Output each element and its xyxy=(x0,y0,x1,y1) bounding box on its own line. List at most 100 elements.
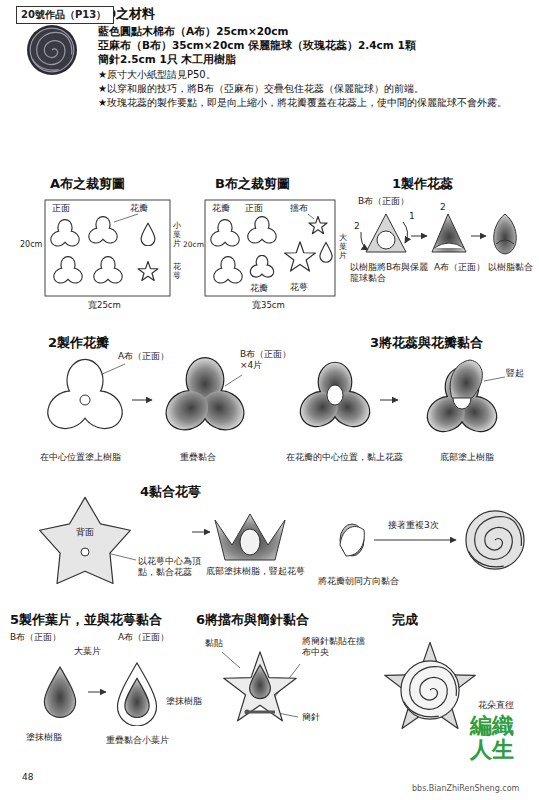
finished-rose xyxy=(385,642,476,728)
rose-photo xyxy=(27,25,77,75)
step2-figure xyxy=(42,360,129,435)
part-label: 花萼 xyxy=(173,263,181,281)
cover-pattern xyxy=(309,216,327,233)
step3-figure xyxy=(327,385,343,405)
step-note: 將簡針黏貼在擋布中央 xyxy=(302,636,368,658)
watermark: 編織人生 xyxy=(470,714,518,762)
step-note: 接著重複3次 xyxy=(388,520,439,531)
step2-figure xyxy=(160,358,251,436)
dimension: 20cm xyxy=(20,240,42,250)
step2-figure xyxy=(80,395,90,405)
note: ★以穿和服的技巧，將B布（亞麻布）交疊包住花蕊（保麗龍球）的前端。 xyxy=(98,83,424,95)
part-label: 花瓣 xyxy=(250,283,268,293)
dimension: 寬35cm xyxy=(252,300,285,310)
leader-line xyxy=(95,214,505,717)
step-note: 塗抹樹脂 xyxy=(26,732,62,743)
step5-figure xyxy=(88,692,106,693)
part-label: A布（正面） xyxy=(434,262,485,273)
part-label: 正面 xyxy=(245,203,263,213)
step6-figure xyxy=(250,665,271,699)
part-label: A布（正面） xyxy=(118,351,169,362)
material-line: 亞麻布（B布）35cm×20cm 保麗龍球（玫瑰花蕊）2.4cm 1顆 xyxy=(98,39,416,52)
petal-pattern xyxy=(209,220,241,248)
part-label: B布（正面） xyxy=(10,632,61,643)
part-label: 花瓣 xyxy=(212,203,230,213)
step-note: 以樹脂將B布與保麗龍球黏合 xyxy=(350,262,430,284)
petal-pattern xyxy=(249,256,275,279)
section-heading: 5製作葉片，並與花萼黏合 xyxy=(10,612,162,628)
calyx-pattern xyxy=(138,262,158,281)
leaf-pattern xyxy=(141,223,155,245)
petal-pattern xyxy=(87,217,119,245)
section-heading: 6將擋布與簡針黏合 xyxy=(196,612,309,628)
step4-figure xyxy=(40,497,524,583)
section-heading: 1製作花蕊 xyxy=(392,176,453,192)
step1-figure xyxy=(361,214,516,254)
part-label: 大葉片 xyxy=(74,646,101,657)
watermark-url: bbs.BianZhiRenSheng.com xyxy=(412,784,519,794)
step6-figure xyxy=(247,711,275,714)
note: ★玫瑰花蕊的製作要點，即是向上縮小，將花瓣覆蓋在花蕊上，使中間的保麗龍球不會外露… xyxy=(98,97,507,109)
section-heading: 完成 xyxy=(392,612,418,628)
part-label: 大葉片 xyxy=(339,234,347,260)
step5-figure xyxy=(125,678,149,717)
leader-line xyxy=(225,375,242,386)
leaf-pattern xyxy=(320,243,332,263)
rose-photo xyxy=(30,28,74,72)
page-number: 48 xyxy=(22,772,33,783)
dimension: 寬25cm xyxy=(88,300,121,310)
step-note: 在中心位置塗上樹脂 xyxy=(40,452,121,463)
part-label: B布（正面） xyxy=(358,196,409,207)
petal-pattern xyxy=(92,257,124,285)
finished-rose xyxy=(401,661,459,719)
petal-pattern xyxy=(49,220,81,248)
step1-figure xyxy=(366,214,406,252)
step4-figure xyxy=(240,529,260,555)
leader-line xyxy=(114,214,138,222)
part-label: 擋布 xyxy=(290,203,308,213)
step4-figure xyxy=(340,526,364,556)
finished-rose xyxy=(385,642,476,728)
part-label: 花萼 xyxy=(290,282,308,292)
step6-figure xyxy=(245,710,250,715)
section-heading: 4黏合花萼 xyxy=(140,484,201,500)
part-label: 花瓣 xyxy=(130,203,148,213)
material-line: 簡針2.5cm 1只 木工用樹脂 xyxy=(98,53,236,66)
dimension: 20cm xyxy=(183,240,204,249)
cut-layout-a xyxy=(45,200,170,296)
callout-number: 2 xyxy=(440,202,446,213)
part-label: 背面 xyxy=(76,527,94,538)
step-note: 重疊黏合 xyxy=(180,452,216,463)
step1-figure xyxy=(377,231,395,249)
step3-figure xyxy=(295,360,503,438)
section-heading: B布之裁剪圖 xyxy=(215,176,290,192)
petal-pattern xyxy=(52,257,84,285)
work-number-box: 20號作品（P13） xyxy=(16,6,114,24)
petal-pattern xyxy=(212,257,244,285)
part-label: 簡針 xyxy=(302,712,320,723)
material-line: 藍色圓點木棉布（A布）25cm×20cm xyxy=(98,25,288,38)
petal-pattern xyxy=(209,217,278,285)
step3-figure xyxy=(450,360,482,398)
step2-figure xyxy=(42,358,251,436)
step-note: 在花瓣的中心位置，黏上花蕊 xyxy=(286,452,403,463)
step1-figure xyxy=(411,236,427,237)
leader-line xyxy=(100,364,125,375)
step5-figure xyxy=(118,663,157,726)
step4-figure xyxy=(215,514,285,560)
step4-figure xyxy=(340,524,364,556)
step1-figure xyxy=(434,243,464,248)
step2-figure xyxy=(132,400,152,401)
section-heading: 3將花蕊與花瓣黏合 xyxy=(370,335,483,351)
part-label: 正面 xyxy=(52,203,70,213)
leader-line xyxy=(222,652,240,668)
step1-figure xyxy=(403,222,408,243)
step6-figure xyxy=(224,652,296,721)
step-note: 底部塗抹樹脂，豎起花萼 xyxy=(206,566,310,577)
dimension: 花朵直徑 xyxy=(478,700,514,711)
step-note: 塗抹樹脂 xyxy=(166,696,202,707)
step1-figure xyxy=(432,214,466,252)
part-label: B布（正面）×4片 xyxy=(240,349,302,371)
